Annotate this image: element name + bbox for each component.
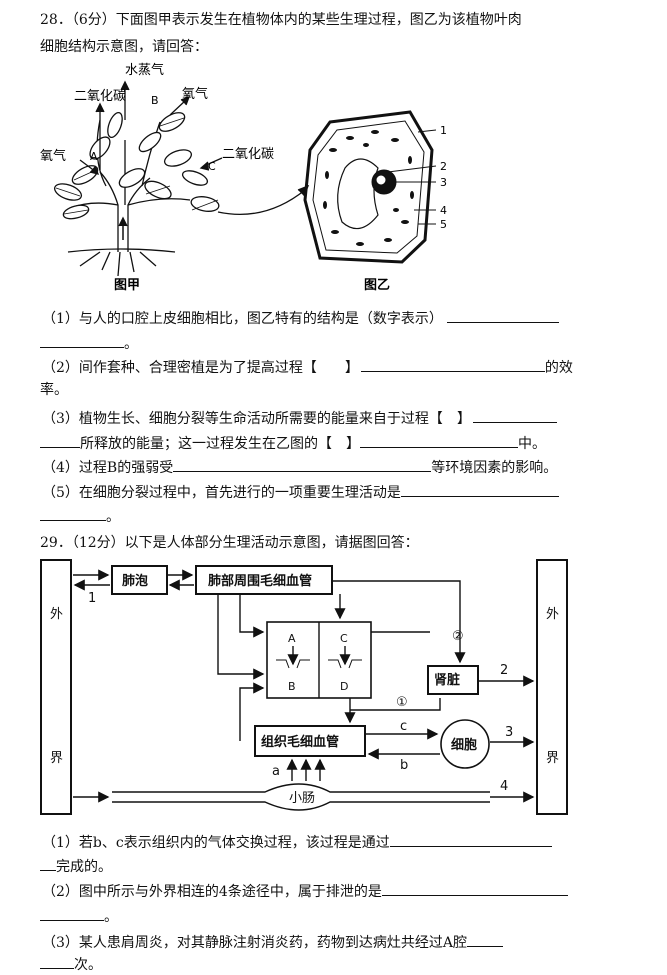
label-C: C	[208, 160, 216, 173]
q29-diagram: 外 界 外 界 肺泡 肺部周围毛细血管 肾脏 组织毛细血管 细胞 小肠 A B …	[40, 559, 568, 815]
q29-sub3-cont: 次。	[40, 955, 102, 974]
cell-label-5: 5	[440, 218, 447, 231]
answer-blank[interactable]	[472, 409, 557, 423]
chamber-A: A	[288, 632, 296, 645]
label-c: c	[400, 719, 407, 734]
circle-2: ②	[452, 629, 464, 644]
answer-blank[interactable]	[40, 434, 80, 448]
caption-yi: 图乙	[364, 278, 390, 293]
q28-sub2: （2）间作套种、合理密植是为了提高过程【 】 的效	[42, 358, 573, 377]
q28-sub2-text: （2）间作套种、合理密植是为了提高过程【 】	[42, 360, 359, 376]
q28-sub1-text: （1）与人的口腔上皮细胞相比，图乙特有的结构是（数字表示）	[42, 311, 443, 327]
circle-1: ①	[396, 695, 408, 710]
chamber-C: C	[340, 632, 348, 645]
answer-blank[interactable]	[173, 458, 432, 472]
answer-blank[interactable]	[467, 933, 504, 947]
q28-figures: 水蒸气 二氧化碳 氧气 氧气 二氧化碳 A B C 图甲 1 2 3 4 5 图…	[40, 62, 447, 293]
q28-sub3: （3）植物生长、细胞分裂等生命活动所需要的能量来自于过程【 】	[42, 409, 557, 428]
chamber-D: D	[340, 680, 348, 693]
label-water-vapor: 水蒸气	[125, 62, 164, 78]
q28-sub2-tail: 的效	[544, 360, 573, 376]
answer-blank[interactable]	[40, 334, 124, 348]
answer-blank[interactable]	[40, 857, 56, 871]
kidney-label: 肾脏	[434, 672, 460, 688]
q28-sub3-cont: 所释放的能量；这一过程发生在乙图的【 】 中。	[40, 434, 546, 453]
label-B: B	[151, 94, 159, 107]
answer-blank[interactable]	[381, 882, 568, 896]
route-1: 1	[88, 591, 96, 606]
q29-sub2-end: 。	[104, 909, 118, 925]
answer-blank[interactable]	[360, 434, 518, 448]
q28-sub5-text: （5）在细胞分裂过程中，首先进行的一项重要生理活动是	[42, 485, 401, 501]
q28-sub2-cont: 率。	[40, 382, 68, 398]
label-A: A	[90, 150, 98, 163]
cell-label: 细胞	[451, 737, 477, 753]
q29-sub1: （1）若b、c表示组织内的气体交换过程，该过程是通过	[42, 833, 552, 852]
label-co2-left: 二氧化碳	[74, 89, 126, 104]
outside-left-2: 界	[50, 751, 63, 766]
q28-stem-line2: 细胞结构示意图，请回答：	[40, 39, 208, 55]
cell-label-2: 2	[440, 160, 447, 173]
cell-label-1: 1	[440, 124, 447, 137]
outside-left-1: 外	[50, 607, 63, 622]
q29-sub1-tail: 完成的。	[56, 859, 112, 875]
answer-blank[interactable]	[446, 309, 559, 323]
q29-sub3-tail: 次。	[74, 957, 102, 973]
q28-sub1-end: 。	[124, 336, 138, 352]
label-o2-right: 氧气	[182, 86, 208, 102]
q28-sub5-cont: 。	[40, 507, 120, 526]
outside-right-2: 界	[546, 751, 559, 766]
q29-sub3: （3）某人患肩周炎，对其静脉注射消炎药，药物到达病灶共经过A腔	[42, 933, 504, 952]
q28-stem-line1: 28．（6分）下面图甲表示发生在植物体内的某些生理过程，图乙为该植物叶肉	[40, 12, 522, 28]
label-b: b	[400, 758, 408, 773]
label-o2-left: 氧气	[40, 148, 66, 164]
chamber-B: B	[288, 680, 296, 693]
q29-stem: 29．（12分）以下是人体部分生理活动示意图，请据图回答：	[40, 535, 419, 551]
answer-blank[interactable]	[400, 483, 559, 497]
label-a: a	[272, 764, 280, 779]
q28-sub3-end: 中。	[518, 436, 546, 452]
answer-blank[interactable]	[40, 507, 106, 521]
cell-label-3: 3	[440, 176, 447, 189]
answer-blank[interactable]	[360, 358, 545, 372]
route-2: 2	[500, 663, 508, 678]
q29-sub2: （2）图中所示与外界相连的4条途径中，属于排泄的是	[42, 882, 568, 901]
cell-label-4: 4	[440, 204, 447, 217]
label-co2-right: 二氧化碳	[222, 147, 274, 162]
small-intestine-label: 小肠	[289, 791, 315, 806]
plant-figure	[53, 80, 310, 277]
q29-sub3-text: （3）某人患肩周炎，对其静脉注射消炎药，药物到达病灶共经过A腔	[42, 935, 468, 951]
answer-blank[interactable]	[389, 833, 552, 847]
q29-sub1-text: （1）若b、c表示组织内的气体交换过程，该过程是通过	[42, 835, 390, 851]
q28-sub1: （1）与人的口腔上皮细胞相比，图乙特有的结构是（数字表示）	[42, 309, 559, 328]
answer-blank[interactable]	[40, 955, 74, 969]
q29-sub2-text: （2）图中所示与外界相连的4条途径中，属于排泄的是	[42, 884, 382, 900]
leaf-cell-figure	[303, 110, 437, 264]
outside-right-1: 外	[546, 607, 559, 622]
lung-capillary-label: 肺部周围毛细血管	[208, 573, 312, 589]
q28-sub4: （4）过程B的强弱受 等环境因素的影响。	[42, 458, 557, 477]
q28-sub3-text2: 所释放的能量；这一过程发生在乙图的【 】	[80, 436, 360, 452]
q28-sub5-end: 。	[106, 509, 120, 525]
q28-sub1-cont: 。	[40, 334, 138, 353]
q29-sub2-cont: 。	[40, 907, 118, 926]
q28-sub4-tail: 等环境因素的影响。	[431, 460, 558, 476]
tissue-capillary-label: 组织毛细血管	[261, 734, 339, 750]
route-3: 3	[505, 725, 513, 740]
route-4: 4	[500, 779, 508, 794]
caption-jia: 图甲	[114, 278, 140, 293]
q29-sub1-cont: 完成的。	[40, 857, 112, 876]
alveoli-label: 肺泡	[122, 573, 148, 589]
answer-blank[interactable]	[40, 907, 104, 921]
q28-sub3-text: （3）植物生长、细胞分裂等生命活动所需要的能量来自于过程【 】	[42, 411, 471, 427]
q28-sub5: （5）在细胞分裂过程中，首先进行的一项重要生理活动是	[42, 483, 559, 502]
q28-sub4-text: （4）过程B的强弱受	[42, 460, 174, 476]
